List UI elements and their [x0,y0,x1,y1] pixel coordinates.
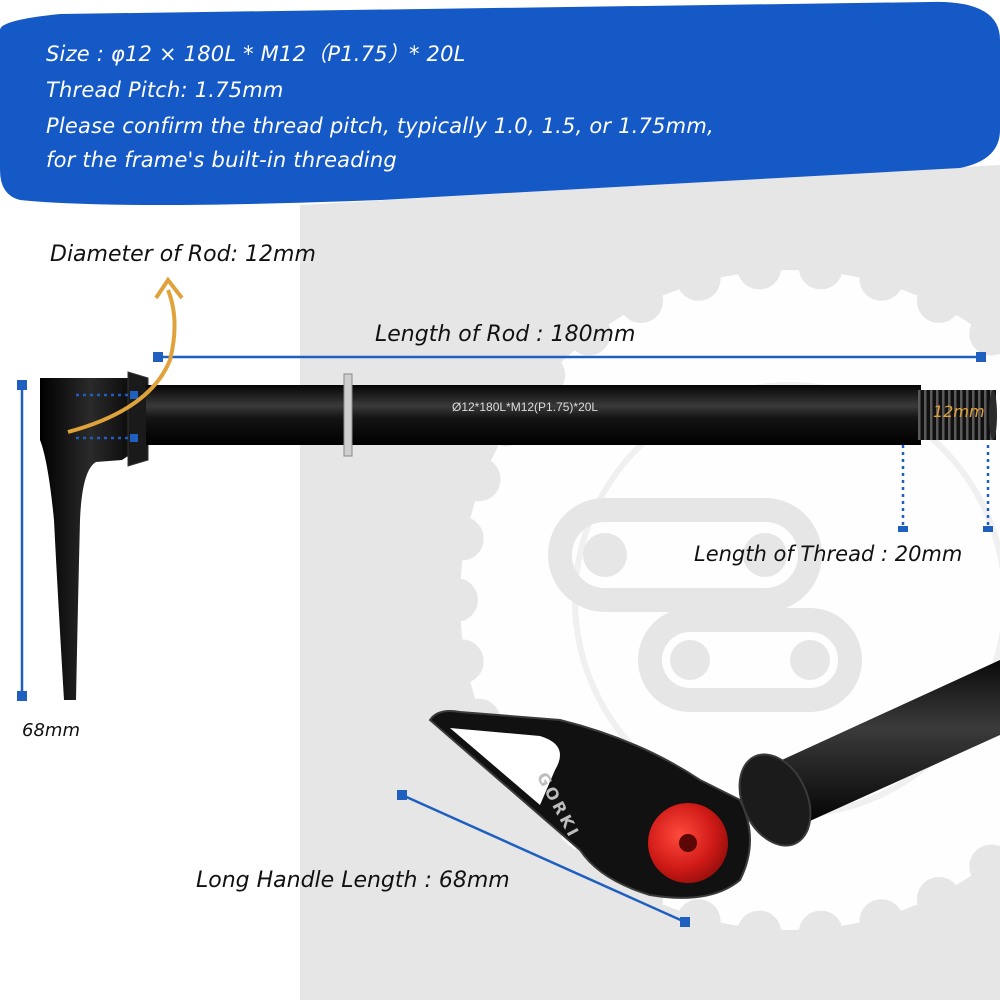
chainring-tooth-gap [434,578,478,622]
rod-engraving: Ø12*180L*M12(P1.75)*20L [452,400,599,414]
spec-banner [0,1,1000,206]
red-end-cap-hole [679,834,697,852]
chainring-tooth-gap [916,877,961,921]
closeup-rod [760,660,1000,830]
axle-thread [918,390,996,440]
spec-size-line: Size : φ12 × 180L * M12（P1.75）* 20L [46,42,466,66]
rod-length-dimension [153,352,986,362]
chainring-tooth-gap [798,245,843,290]
thread-length-dimension [898,445,993,532]
chainring-tooth-gap [619,279,664,323]
spec-pitch-line: Thread Pitch: 1.75mm [46,78,284,102]
chainring-tooth-gap [737,910,782,955]
thread-diameter-label: 12mm [933,402,985,421]
thread-length-label: Length of Thread : 20mm [694,542,963,566]
chainring-tooth-gap [456,457,501,502]
diameter-arrow-icon [67,276,184,434]
axle-washer [343,373,353,457]
chainring-tooth-gap [566,311,611,356]
chainring-tooth-gap [737,245,782,290]
closeup-lever-cutout [450,728,560,805]
chainring-tooth-gap [439,639,484,684]
spec-note-line-1: Please confirm the thread pitch, typical… [46,114,714,138]
chainring-tooth-gap [439,516,484,561]
axle-rod [146,385,921,445]
chainring-tooth-gap [676,256,721,301]
chainring-tooth-gap [859,256,904,301]
chainring-tooth-gap [676,899,721,944]
spec-note-line-2: for the frame's built-in threading [46,148,397,172]
chainring-tooth-gap [969,311,1000,356]
handle-height-dimension [17,380,27,701]
diameter-label: Diameter of Rod: 12mm [50,242,316,267]
handle-height-label: 68mm [22,720,80,741]
rod-diameter-dimension [76,391,138,442]
chainring-tooth-gap [916,279,961,323]
chainring-tooth-gap [798,910,843,955]
rod-length-label: Length of Rod : 180mm [375,322,636,347]
long-handle-label: Long Handle Length : 68mm [196,868,510,893]
long-handle-dimension [397,790,690,927]
chainring-tooth-gap [969,844,1000,889]
qr-lever [40,378,140,700]
chainring-tooth-gap [859,899,904,944]
qr-collar [127,371,149,467]
